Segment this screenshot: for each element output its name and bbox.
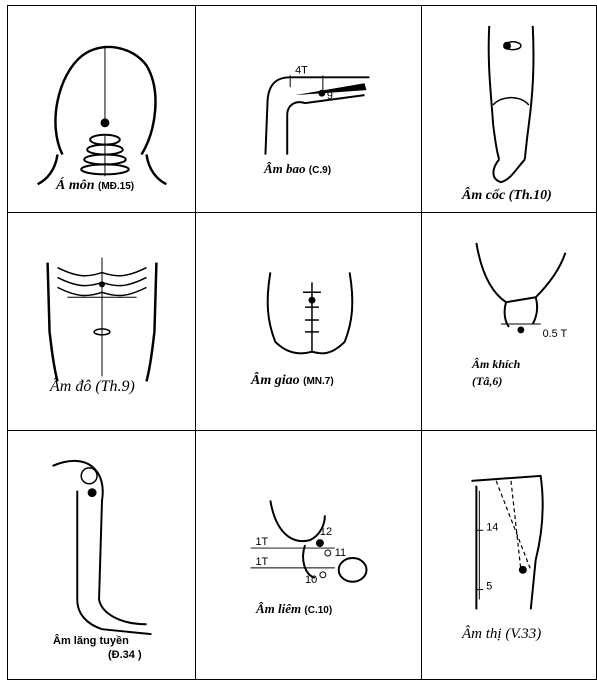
- caption-am-lang-tuyen: Âm lăng tuyền (Đ.34 ): [53, 634, 142, 663]
- measure-label: 0.5 T: [543, 328, 568, 340]
- cell-am-thi: 14 5 Âm thị (V.33): [421, 430, 597, 680]
- caption-am-giao: Âm giao (MN.7): [251, 373, 334, 389]
- point-code: (MĐ.15): [98, 181, 135, 192]
- point-number-label: 9: [327, 90, 333, 102]
- point-name: Âm thị (V.33): [462, 626, 542, 642]
- pelvis-figure: 1T 1T 12 11 10: [250, 500, 368, 586]
- point-number-label: 11: [335, 547, 346, 559]
- cell-am-liem: 1T 1T 12 11 10 Âm liêm (C.10): [195, 430, 423, 680]
- point-name: Âm cốc (Th.10): [462, 188, 552, 203]
- point-marker: [99, 281, 105, 288]
- point-name: Âm bao: [264, 161, 306, 176]
- point-code: (Đ.34 ): [108, 649, 142, 662]
- measure-label: 14: [486, 521, 498, 533]
- cell-am-bao: 4T 9 Âm bao (C.9): [195, 5, 423, 214]
- measure-label: 5: [486, 581, 492, 593]
- caption-am-coc: Âm cốc (Th.10): [462, 188, 552, 204]
- point-code: (Tâ,6): [472, 373, 503, 388]
- point-marker: [315, 539, 324, 548]
- point-marker-open: [324, 549, 332, 557]
- measure-label: 1T: [255, 536, 268, 548]
- caption-a-mon: Á môn (MĐ.15): [56, 178, 134, 194]
- cell-am-coc: Âm cốc (Th.10): [421, 5, 597, 214]
- point-name: Á môn: [56, 178, 95, 193]
- caption-am-liem: Âm liêm (C.10): [256, 601, 332, 617]
- point-name: Âm lăng tuyền: [53, 635, 129, 647]
- cell-am-do: Âm đô (Th.9): [7, 212, 197, 432]
- point-marker: [100, 118, 110, 128]
- point-code: (C.10): [304, 605, 333, 616]
- point-name: Âm giao: [251, 373, 300, 388]
- point-marker: [308, 296, 316, 304]
- head-back-figure: [37, 45, 167, 186]
- acupoint-grid: Á môn (MĐ.15) 4T 9 Âm bao (C.9): [7, 5, 597, 680]
- point-name: Âm liêm: [256, 601, 302, 616]
- point-marker: [517, 326, 525, 334]
- cell-am-khich: 0.5 T Âm khích (Tâ,6): [421, 212, 597, 432]
- knee-figure: 4T 9: [264, 64, 370, 155]
- caption-am-do: Âm đô (Th.9): [50, 378, 135, 396]
- point-marker: [503, 41, 511, 50]
- point-number-label: 12: [320, 526, 332, 538]
- leg-back-figure: [487, 25, 535, 184]
- cell-am-lang-tuyen: Âm lăng tuyền (Đ.34 ): [7, 430, 197, 680]
- thigh-figure: 14 5: [471, 474, 544, 610]
- leg-side-figure: [52, 460, 152, 636]
- hand-figure: 0.5 T: [475, 242, 568, 340]
- cell-a-mon: Á môn (MĐ.15): [7, 5, 197, 214]
- measure-label: 1T: [255, 556, 268, 568]
- point-marker: [518, 565, 527, 574]
- point-marker-open: [319, 571, 327, 579]
- point-marker: [87, 488, 97, 498]
- caption-am-thi: Âm thị (V.33): [462, 626, 541, 643]
- caption-am-bao: Âm bao (C.9): [264, 161, 331, 177]
- point-marker: [318, 89, 326, 97]
- point-code: (C.9): [308, 165, 332, 176]
- point-name: Âm khích: [472, 357, 521, 371]
- measure-label: 4T: [295, 64, 308, 76]
- point-number-label: 10: [305, 574, 317, 586]
- caption-am-khich: Âm khích (Tâ,6): [472, 356, 520, 390]
- point-name: Âm đô (Th.9): [50, 378, 135, 395]
- point-code: (MN.7): [303, 376, 334, 387]
- lower-abdomen-figure: [266, 272, 354, 355]
- abdomen-figure: [46, 257, 158, 382]
- cell-am-giao: Âm giao (MN.7): [195, 212, 423, 432]
